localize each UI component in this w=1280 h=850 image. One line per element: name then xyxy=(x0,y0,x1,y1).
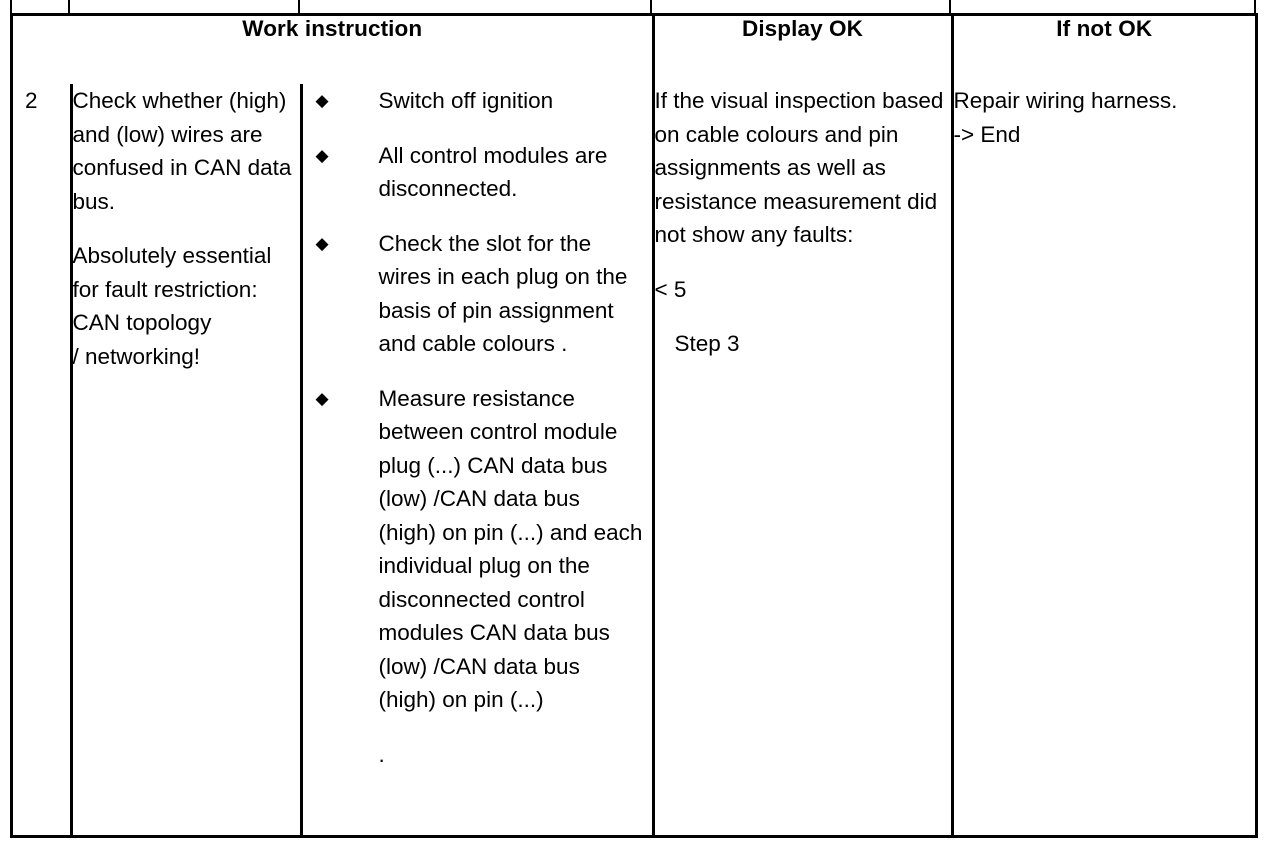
cell-description: Check whether (high) and (low) wires are… xyxy=(69,84,301,835)
tick-mark-left-edge xyxy=(10,0,12,13)
description-paragraph-1: Check whether (high) and (low) wires are… xyxy=(72,88,292,214)
diamond-bullet-icon: ◆ xyxy=(315,233,329,253)
detail-bullet-list: ◆ Switch off ignition ◆ All control modu… xyxy=(303,84,644,717)
display-ok-intro: If the visual inspection based on cable … xyxy=(654,88,944,247)
diamond-bullet-icon: ◆ xyxy=(315,388,329,408)
header-display-ok: Display OK xyxy=(651,16,952,84)
diamond-bullet-icon: ◆ xyxy=(315,91,329,110)
list-item: ◆ All control modules are disconnected. xyxy=(303,139,644,206)
cell-step-number: 2 xyxy=(13,84,71,835)
tick-mark-col-detail xyxy=(650,0,652,13)
tick-mark-right-edge xyxy=(1254,0,1256,13)
display-ok-next-step: Step 3 xyxy=(674,331,740,356)
list-item: ◆ Measure resistance between control mod… xyxy=(303,382,644,717)
tick-mark-col-desc xyxy=(298,0,300,13)
cell-if-not-ok: Repair wiring harness. -> End xyxy=(950,84,1255,835)
cell-detail-steps: ◆ Switch off ignition ◆ All control modu… xyxy=(299,84,653,835)
work-instruction-table: Work instruction Display OK If not OK 2 … xyxy=(10,13,1258,838)
header-if-not-ok: If not OK xyxy=(950,16,1255,84)
column-tick-marks xyxy=(0,0,1280,14)
header-work-instruction: Work instruction xyxy=(13,16,653,84)
list-item-label: All control modules are disconnected. xyxy=(378,142,608,202)
table-row: 2 Check whether (high) and (low) wires a… xyxy=(13,84,1255,835)
tick-mark-col-step xyxy=(68,0,70,13)
list-item: ◆ Check the slot for the wires in each p… xyxy=(303,227,644,361)
description-paragraph-2: Absolutely essential for fault restricti… xyxy=(72,243,272,369)
diamond-bullet-icon: ◆ xyxy=(315,145,329,165)
list-item: ◆ Switch off ignition xyxy=(303,84,644,118)
cell-display-ok: If the visual inspection based on cable … xyxy=(651,84,952,835)
list-item-label: Measure resistance between control modul… xyxy=(378,385,643,713)
list-item-label: Check the slot for the wires in each plu… xyxy=(378,230,628,357)
detail-trailing-period: . xyxy=(378,741,385,767)
tick-mark-col-ok xyxy=(949,0,951,13)
display-ok-condition: < 5 xyxy=(654,276,687,302)
if-not-ok-outcome: -> End xyxy=(953,121,1021,147)
list-item-label: Switch off ignition xyxy=(378,88,554,113)
if-not-ok-action: Repair wiring harness. xyxy=(953,88,1178,113)
table-header-row: Work instruction Display OK If not OK xyxy=(13,16,1255,84)
